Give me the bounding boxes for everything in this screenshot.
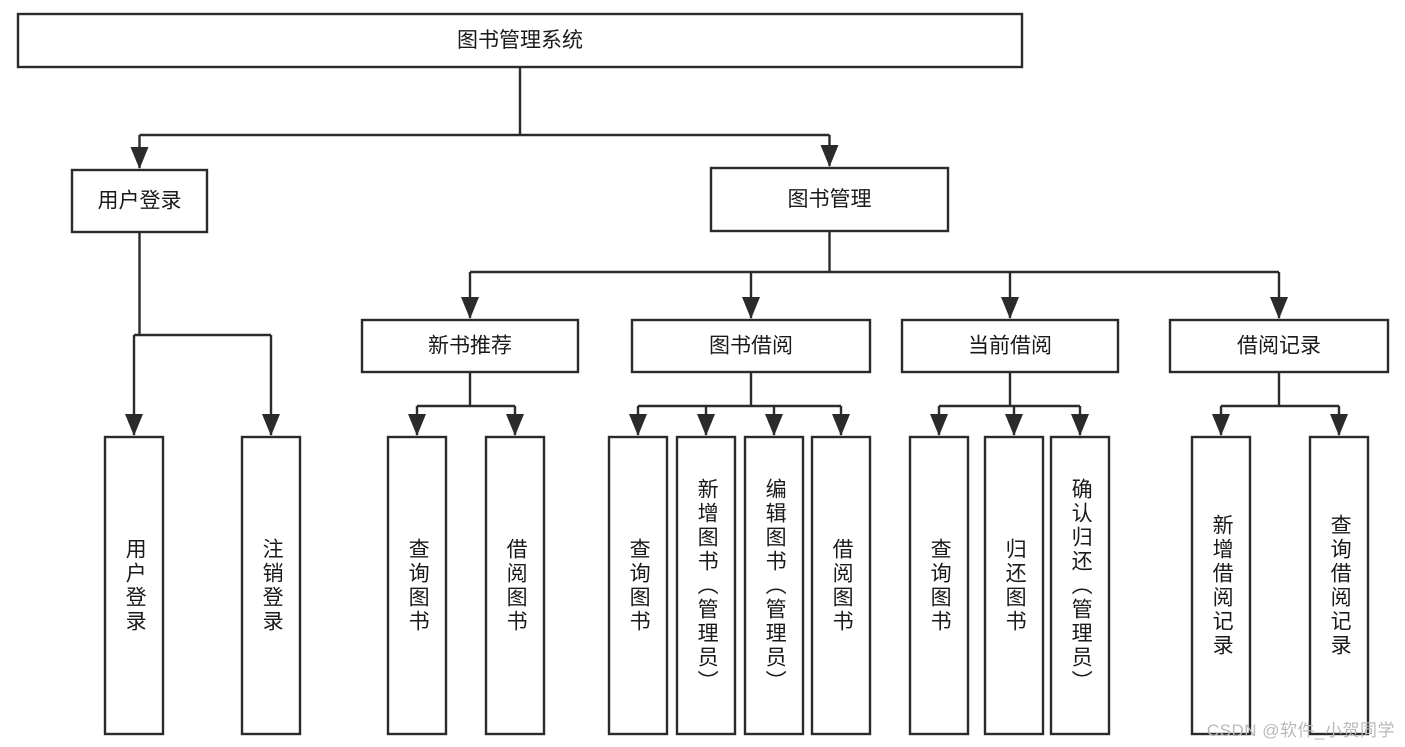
arrow-down-icon-leaf-6: [765, 414, 783, 436]
connector-lines: [125, 67, 1348, 436]
arrow-down-icon-leaf-5: [697, 414, 715, 436]
arrow-down-icon-leaf-9: [1005, 414, 1023, 436]
arrow-down-icon-leaf-10: [1071, 414, 1089, 436]
leaf-node-box-9[interactable]: [983, 435, 1045, 736]
arrow-down-icon-level3-3: [1270, 297, 1288, 319]
leaf-node-box-0[interactable]: [103, 435, 165, 736]
level3-node-label-3: 借阅记录: [1237, 335, 1321, 358]
node-boxes: [16, 12, 1390, 736]
level3-node-label-1: 图书借阅: [709, 335, 793, 358]
level3-node-box-3[interactable]: [1168, 318, 1390, 374]
level2-node-label-1: 图书管理: [788, 188, 872, 211]
leaf-node-box-6[interactable]: [743, 435, 805, 736]
level2-node-box-0[interactable]: [70, 168, 209, 234]
arrow-down-icon-level2-1: [820, 145, 839, 167]
level3-node-box-1[interactable]: [630, 318, 872, 374]
arrow-down-icon-leaf-1: [262, 414, 280, 436]
arrow-down-icon-level3-1: [742, 297, 760, 319]
leaf-node-box-3[interactable]: [484, 435, 546, 736]
arrow-down-icon-leaf-11: [1212, 414, 1230, 436]
level2-node-box-1[interactable]: [709, 166, 950, 233]
level2-node-label-0: 用户登录: [98, 190, 182, 213]
arrow-down-icon-level2-0: [130, 147, 149, 169]
arrow-down-icon-leaf-8: [930, 414, 948, 436]
root-node-box[interactable]: [16, 12, 1024, 69]
leaf-node-box-11[interactable]: [1190, 435, 1252, 736]
arrow-down-icon-leaf-2: [408, 414, 426, 436]
arrow-down-icon-level3-0: [461, 297, 479, 319]
leaf-node-box-5[interactable]: [675, 435, 737, 736]
leaf-node-box-2[interactable]: [386, 435, 448, 736]
leaf-node-box-4[interactable]: [607, 435, 669, 736]
leaf-node-box-7[interactable]: [810, 435, 872, 736]
root-node-label: 图书管理系统: [457, 29, 583, 52]
level3-node-label-2: 当前借阅: [968, 335, 1052, 358]
level3-node-box-2[interactable]: [900, 318, 1120, 374]
arrow-down-icon-leaf-4: [629, 414, 647, 436]
leaf-node-box-10[interactable]: [1049, 435, 1111, 736]
arrow-down-icon-level3-2: [1001, 297, 1019, 319]
arrow-down-icon-leaf-12: [1330, 414, 1348, 436]
watermark-text: CSDN @软件_小贺同学: [1206, 721, 1395, 740]
arrow-down-icon-leaf-7: [832, 414, 850, 436]
arrow-down-icon-leaf-0: [125, 414, 143, 436]
leaf-node-box-8[interactable]: [908, 435, 970, 736]
arrow-down-icon-leaf-3: [506, 414, 524, 436]
leaf-node-box-1[interactable]: [240, 435, 302, 736]
level3-node-box-0[interactable]: [360, 318, 580, 374]
leaf-node-box-12[interactable]: [1308, 435, 1370, 736]
level3-node-label-0: 新书推荐: [428, 335, 512, 358]
